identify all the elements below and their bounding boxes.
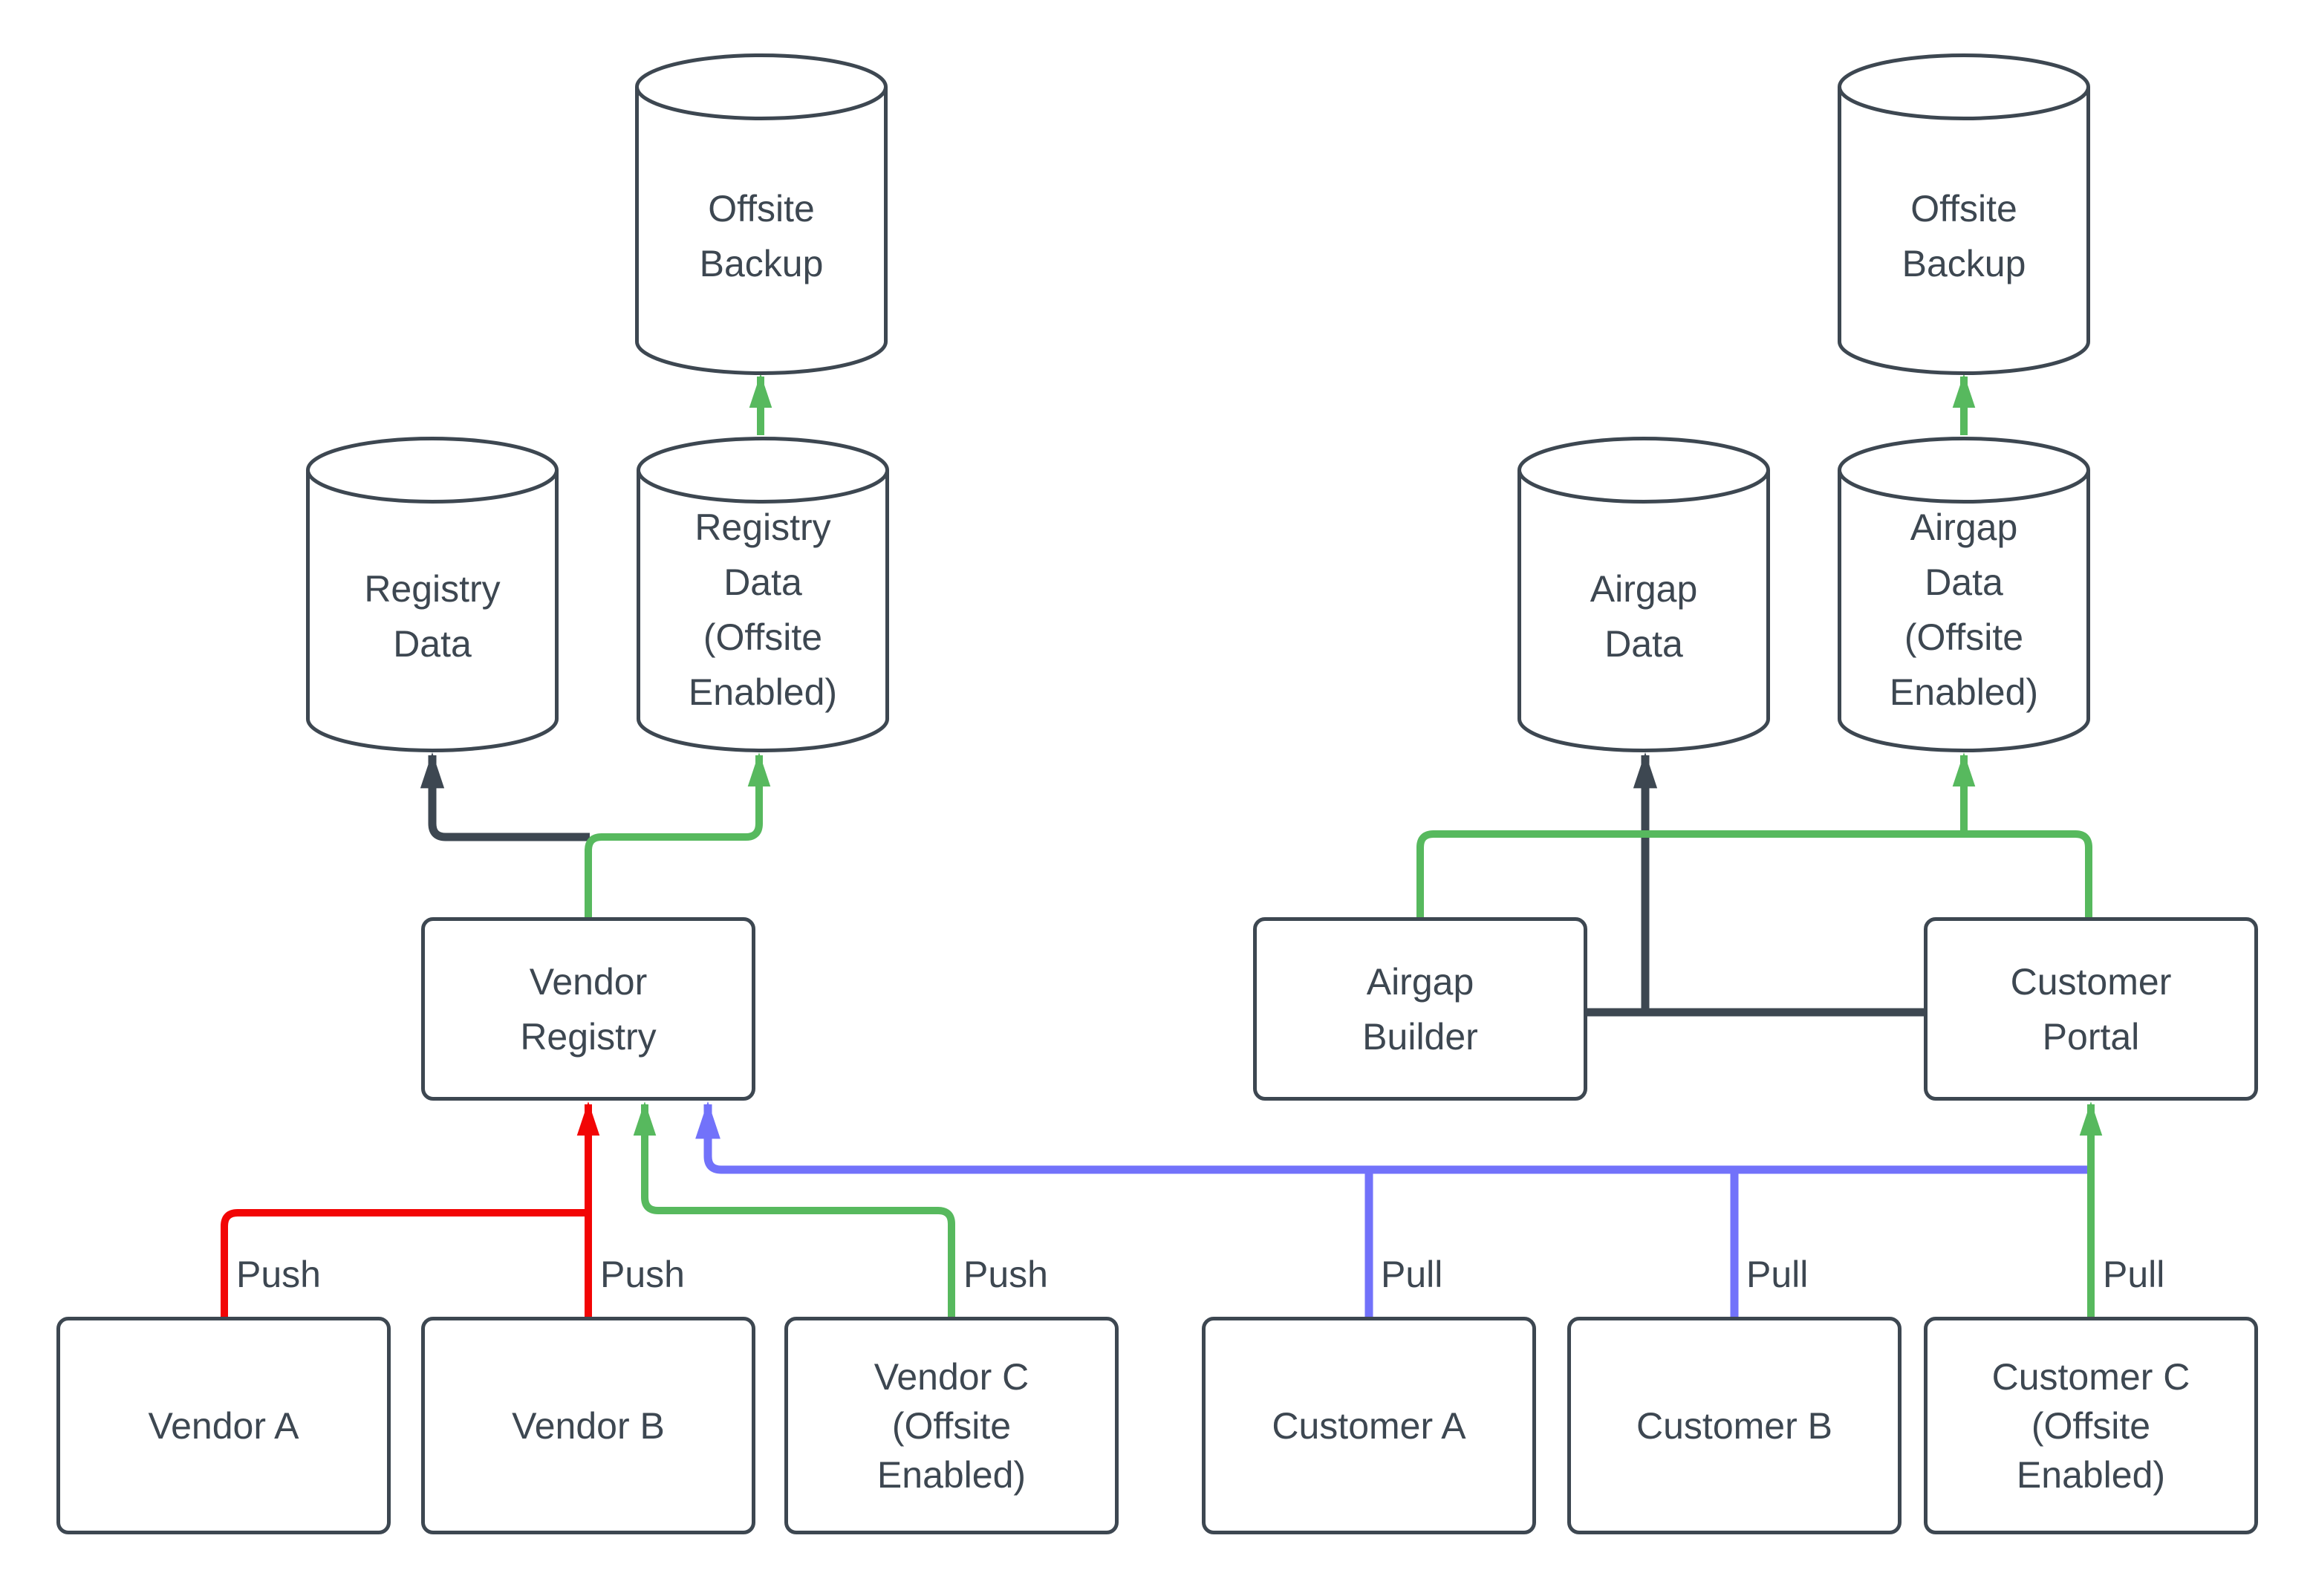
edge-label-pull-customer-b: Pull	[1746, 1254, 1809, 1295]
edge-vendor-a-push	[221, 1209, 588, 1317]
node-vendor-registry: Vendor Registry	[421, 917, 755, 1101]
database-cylinder-icon	[1838, 53, 2090, 375]
node-customer-b: Customer B	[1567, 1317, 1902, 1534]
edge-builder-portal-rail	[1416, 830, 2092, 919]
database-cylinder-icon	[1838, 437, 2090, 752]
database-cylinder-icon	[1517, 437, 1770, 752]
edge-vendor-c-push	[633, 1101, 955, 1317]
cylinder-label: Airgap Data	[1590, 567, 1698, 665]
node-customer-portal: Customer Portal	[1924, 917, 2258, 1101]
edge-registry-to-registry-data	[420, 752, 590, 841]
node-customer-a: Customer A	[1202, 1317, 1536, 1534]
edge-registry-to-registry-data-offsite	[585, 752, 771, 919]
cylinder-label: Offsite Backup	[699, 187, 824, 284]
node-airgap-builder: Airgap Builder	[1253, 917, 1587, 1101]
database-cylinder-icon	[635, 53, 888, 375]
cylinder-label: Airgap Data (Offsite Enabled)	[1889, 506, 2039, 713]
edge-label-push-vendor-b: Push	[600, 1254, 685, 1295]
cylinder-offsite-backup-left: Offsite Backup	[635, 53, 888, 375]
cylinder-airgap-data-offsite: Airgap Data (Offsite Enabled)	[1838, 437, 2090, 752]
node-customer-c: Customer C (Offsite Enabled)	[1924, 1317, 2258, 1534]
database-cylinder-icon	[306, 437, 559, 752]
node-vendor-b: Vendor B	[421, 1317, 755, 1534]
node-vendor-c: Vendor C (Offsite Enabled)	[784, 1317, 1119, 1534]
edge-label-push-vendor-a: Push	[236, 1254, 321, 1295]
cylinder-registry-data: Registry Data	[306, 437, 559, 752]
cylinder-label: Registry Data (Offsite Enabled)	[688, 506, 838, 713]
database-cylinder-icon	[637, 437, 889, 752]
cylinder-registry-data-offsite: Registry Data (Offsite Enabled)	[637, 437, 889, 752]
edge-pull-rail-to-vendor-registry	[695, 1101, 2091, 1174]
edge-label-pull-customer-a: Pull	[1381, 1254, 1443, 1295]
cylinder-offsite-backup-right: Offsite Backup	[1838, 53, 2090, 375]
cylinder-label: Offsite Backup	[1902, 187, 2026, 284]
node-vendor-a: Vendor A	[56, 1317, 391, 1534]
edge-label-pull-customer-c: Pull	[2103, 1254, 2165, 1295]
cylinder-airgap-data: Airgap Data	[1517, 437, 1770, 752]
cylinder-label: Registry Data	[364, 567, 501, 665]
edge-label-push-vendor-c: Push	[963, 1254, 1048, 1295]
